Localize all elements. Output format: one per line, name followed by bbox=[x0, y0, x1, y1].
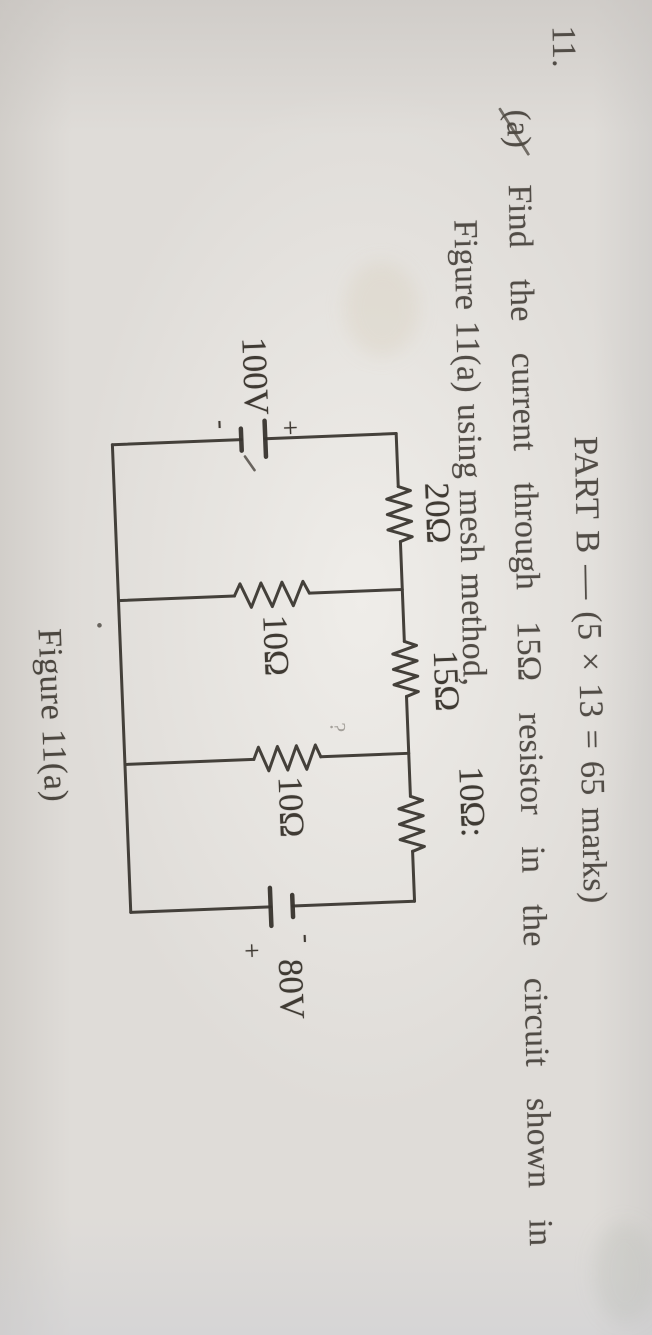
label-resistor-15ohm: 15Ω bbox=[425, 649, 468, 713]
top-rail-wire bbox=[394, 432, 417, 903]
circuit-wires bbox=[110, 432, 426, 914]
battery-80v-short-plate bbox=[289, 892, 296, 920]
label-resistor-20ohm: 20Ω bbox=[417, 481, 459, 545]
pen-tick-mark bbox=[243, 455, 256, 472]
battery-plates bbox=[238, 418, 296, 929]
resistor-20ohm-zigzag bbox=[385, 485, 414, 544]
battery-80v-long-plate bbox=[267, 885, 274, 929]
label-resistor-10ohm-top: 10Ω: bbox=[451, 765, 494, 838]
label-source-80v: 80V bbox=[270, 958, 313, 1020]
ink-dot bbox=[97, 623, 102, 628]
minus-sign-80v: - bbox=[292, 933, 323, 944]
label-resistor-10ohm-branch-right: 10Ω bbox=[270, 775, 312, 839]
label-resistor-10ohm-branch-left: 10Ω bbox=[255, 614, 297, 677]
branch-left-wire bbox=[117, 587, 404, 603]
resistor-10ohm-branch-left-zigzag bbox=[232, 579, 311, 609]
plus-sign-80v: + bbox=[236, 942, 268, 959]
left-edge-wire bbox=[110, 432, 398, 447]
minus-sign-100v: - bbox=[207, 419, 238, 430]
resistor-10ohm-branch-right-zigzag bbox=[252, 743, 323, 773]
plus-sign-100v: + bbox=[275, 419, 306, 436]
figure-caption: Figure 11(a) bbox=[30, 627, 75, 803]
pen-artifacts bbox=[97, 455, 256, 628]
battery-100v-short-plate bbox=[238, 426, 244, 453]
bottom-rail-wire bbox=[110, 443, 133, 914]
branch-right-wire bbox=[123, 751, 411, 766]
battery-100v-long-plate bbox=[262, 418, 269, 459]
label-source-100v: 100V bbox=[234, 336, 277, 416]
resistor-15ohm-zigzag bbox=[391, 639, 420, 699]
resistor-10ohm-top-zigzag bbox=[397, 794, 426, 853]
right-edge-wire bbox=[129, 899, 417, 914]
